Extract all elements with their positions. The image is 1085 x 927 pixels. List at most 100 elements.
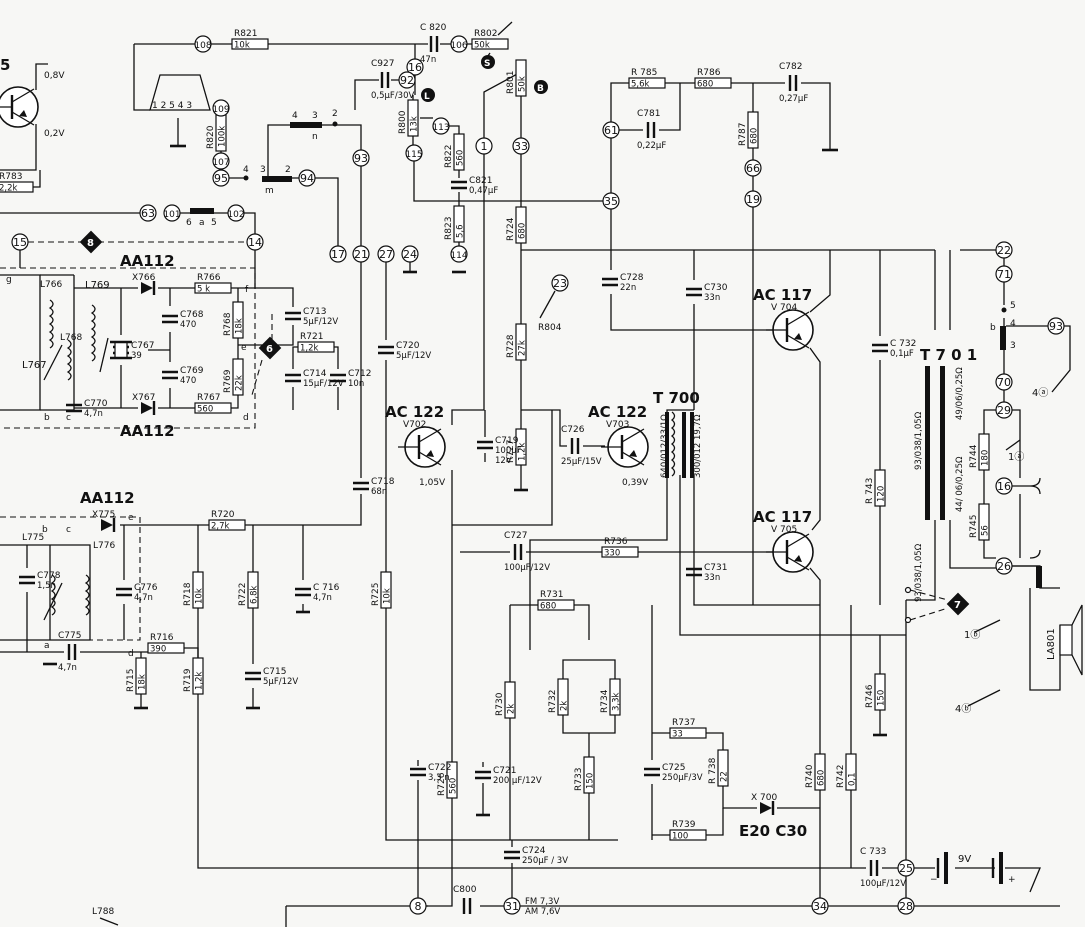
- node-31: 31: [503, 897, 521, 915]
- ref-1a: 1ⓐ: [1008, 451, 1024, 463]
- supply-am: AM 7,6V: [525, 907, 560, 917]
- resistor-value: 10k: [195, 588, 205, 604]
- capacitor-value: 47n: [420, 55, 436, 65]
- marker-6: 6: [258, 336, 282, 360]
- switch-n[interactable]: 4 3 2 n: [290, 109, 338, 142]
- ic-pin-labels: 1 2 5 4 3: [152, 101, 192, 111]
- node-17: 17: [329, 245, 347, 263]
- transistor-v_left: [0, 86, 39, 128]
- node-label: 24: [403, 248, 417, 261]
- node-label: 27: [379, 248, 393, 261]
- transistor-type: AC 122: [385, 403, 444, 421]
- resistor-value: 150: [877, 690, 887, 706]
- capacitor-value: 25µF/15V: [561, 457, 602, 467]
- switch-6a5[interactable]: 6 a 5: [186, 208, 217, 228]
- resistor-value: 150: [586, 773, 596, 789]
- switch-m-label: m: [265, 186, 274, 196]
- resistor-label: R769: [223, 369, 233, 393]
- terminal-c2: c: [66, 525, 71, 535]
- node-14: 14: [246, 233, 264, 251]
- capacitor-label: C728: [620, 273, 644, 283]
- l767-label: L767: [22, 360, 47, 371]
- resistor-value: 33: [672, 730, 683, 740]
- capacitor-value: 100µF: [495, 446, 522, 456]
- transistor-ref: V703: [606, 420, 629, 430]
- transformer-t700: T 700 640/012/33/1Ω 300/012 19,7Ω: [653, 389, 703, 478]
- capacitor-value: 250µF / 3V: [522, 856, 568, 866]
- transistor-type: AC 117: [753, 508, 812, 526]
- battery-minus: −: [930, 875, 938, 885]
- capacitor-label: C 716: [313, 583, 340, 593]
- resistor-label: R728: [506, 334, 516, 358]
- resistor-label: R766: [197, 273, 221, 283]
- battery-plus: +: [1008, 875, 1016, 885]
- resistor-value: 560: [449, 778, 459, 794]
- left-transistor-top-voltage: 0,8V: [44, 71, 65, 81]
- capacitor-label: C725: [662, 763, 685, 773]
- node-113: 113: [432, 117, 450, 135]
- node-66: 66: [744, 159, 762, 177]
- svg-text:L: L: [424, 92, 430, 102]
- node-label: 28: [899, 900, 913, 913]
- left-transistor-bottom-voltage: 0,2V: [44, 129, 65, 139]
- wiring: [0, 21, 1071, 927]
- resistor-label: R 743: [865, 478, 875, 504]
- switch-m[interactable]: 4 3 2 m: [243, 165, 292, 196]
- resistor-label: R786: [697, 68, 721, 78]
- node-label: 33: [514, 140, 528, 153]
- supply-fm: FM 7,3V: [525, 897, 559, 907]
- resistor-value: 680: [518, 223, 528, 239]
- left-stage-number: 5: [0, 56, 10, 74]
- resistor-label: R734: [600, 689, 610, 713]
- resistor-value: 22k: [235, 375, 245, 391]
- resistor-label: R736: [604, 537, 628, 547]
- resistor-label: R801: [506, 71, 516, 94]
- resistor-value: 2k: [507, 704, 517, 714]
- resistor-r738: 22R 738: [708, 749, 730, 787]
- capacitor-label: C927: [371, 59, 394, 69]
- resistor-value: 100: [672, 832, 688, 842]
- capacitor-value: 100µF/12V: [504, 563, 550, 573]
- resistor-label: R726: [437, 772, 447, 796]
- node-label: 93: [1049, 320, 1063, 333]
- capacitor-label: C724: [522, 846, 546, 856]
- resistor-value: 50k: [518, 76, 528, 92]
- transformer-t701: T 7 0 1 93/038/1,05Ω 93/038/1,05Ω 49/06/…: [914, 346, 977, 602]
- transistor-ref: V702: [403, 420, 426, 430]
- resistor-value: 680: [817, 770, 827, 786]
- node-115: 115: [405, 144, 423, 162]
- switch-b[interactable]: 5 b 4 3: [990, 301, 1048, 351]
- node-23: 23: [551, 274, 569, 292]
- node-92: 92: [398, 71, 416, 89]
- resistor-layer: 10kR82150kR80250kR80113kR800100kR8202,2k…: [0, 29, 991, 842]
- node-70: 70: [995, 373, 1013, 391]
- node-29: 29: [995, 401, 1013, 419]
- resistor-value: 2,7k: [211, 522, 230, 532]
- switch-n-pin-4: 4: [292, 111, 298, 121]
- capacitor-label: C718: [371, 477, 395, 487]
- node-label: 25: [899, 862, 913, 875]
- battery-voltage: 9V: [958, 854, 971, 865]
- node-label: 35: [604, 195, 618, 208]
- terminal-letters: g f e b d c e b c a d: [6, 275, 249, 659]
- resistor-value: 680: [697, 80, 713, 90]
